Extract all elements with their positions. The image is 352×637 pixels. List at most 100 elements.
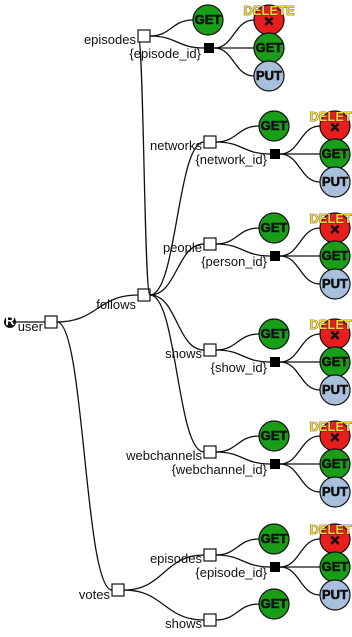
edge-line — [56, 321, 113, 591]
id-node-episodes — [204, 43, 214, 53]
edge-line — [279, 227, 321, 257]
delete-badge-label: DELETE — [309, 317, 352, 332]
get-method-badge: GET — [319, 551, 351, 583]
edge-line — [215, 141, 271, 155]
edge-line — [149, 19, 194, 37]
get-badge-circle — [258, 212, 290, 244]
get-badge-label: GET — [261, 596, 288, 611]
id-node-networks — [270, 149, 280, 159]
get-badge-label: GET — [261, 118, 288, 133]
id-label-webchannels: {webchannel_id} — [172, 462, 268, 477]
delete-method-badge: DELETE✕ — [243, 3, 295, 36]
delete-method-badge: DELETE✕ — [309, 522, 352, 555]
edge-line — [279, 125, 321, 155]
resource-label-episodes: episodes — [150, 551, 203, 566]
delete-badge-label: DELETE — [309, 109, 352, 124]
resource-label-people: people — [163, 240, 202, 255]
get-method-badge: GET — [258, 318, 290, 350]
get-badge-label: GET — [256, 40, 283, 55]
edge-line — [279, 566, 321, 596]
delete-x-icon: ✕ — [330, 430, 341, 445]
get-badge-label: GET — [322, 146, 349, 161]
put-badge-label: PUT — [322, 382, 348, 397]
get-method-badge: GET — [319, 138, 351, 170]
resource-node-episodes — [203, 548, 217, 562]
put-badge-label: PUT — [322, 276, 348, 291]
get-badge-label: GET — [261, 326, 288, 341]
get-badge-circle — [258, 110, 290, 142]
put-method-badge: PUT — [319, 476, 351, 508]
edge-line — [149, 294, 205, 453]
edge-line — [279, 255, 321, 285]
resource-label-episodes: episodes — [84, 32, 137, 47]
delete-x-icon: ✕ — [330, 533, 341, 548]
get-badge-label: GET — [261, 220, 288, 235]
get-badge-circle — [258, 318, 290, 350]
root-badge-circle — [4, 316, 16, 328]
resource-label-shows: shows — [165, 616, 202, 631]
put-badge-circle — [319, 579, 351, 611]
delete-badge-label: DELETE — [243, 3, 295, 18]
user-label: user — [18, 319, 44, 334]
resource-label-webchannels: webchannels — [125, 448, 202, 463]
edge-line — [215, 435, 260, 453]
edge-line — [215, 125, 260, 143]
resource-label-shows: shows — [165, 346, 202, 361]
delete-badge-label: DELETE — [309, 211, 352, 226]
get-method-badge: GET — [253, 32, 285, 64]
get-method-badge: GET — [319, 346, 351, 378]
resource-node-networks — [203, 135, 217, 149]
get-badge-circle — [258, 588, 290, 620]
put-badge-label: PUT — [322, 484, 348, 499]
resource-node-webchannels — [203, 445, 217, 459]
get-badge-circle — [258, 420, 290, 452]
get-method-badge: GET — [258, 523, 290, 555]
edge-line — [215, 538, 260, 556]
id-label-shows: {show_id} — [211, 360, 268, 375]
edge-line — [149, 294, 205, 351]
get-badge-label: GET — [322, 559, 349, 574]
edge-line — [215, 554, 271, 568]
delete-method-badge: DELETE✕ — [309, 419, 352, 452]
get-badge-circle — [258, 523, 290, 555]
edge-line — [149, 141, 205, 296]
edge-line — [213, 19, 255, 49]
resource-node-people — [203, 237, 217, 251]
edge-line — [215, 451, 271, 465]
branch-label-follows: follows — [96, 297, 136, 312]
edge-line — [215, 603, 260, 621]
edge-line — [279, 435, 321, 465]
edge-line — [56, 294, 139, 323]
delete-method-badge: DELETE✕ — [309, 317, 352, 350]
get-method-badge: GET — [258, 420, 290, 452]
put-badge-circle — [319, 268, 351, 300]
id-label-episodes: {episode_id} — [129, 46, 201, 61]
delete-x-icon: ✕ — [330, 328, 341, 343]
delete-method-badge: DELETE✕ — [309, 211, 352, 244]
branch-node-follows — [137, 288, 151, 302]
delete-x-icon: ✕ — [264, 14, 275, 29]
delete-badge-label: DELETE — [309, 419, 352, 434]
id-label-episodes: {episode_id} — [195, 565, 267, 580]
edge-line — [279, 463, 321, 493]
put-badge-label: PUT — [256, 68, 282, 83]
delete-x-icon: ✕ — [330, 120, 341, 135]
get-badge-label: GET — [322, 456, 349, 471]
edge-line — [137, 35, 151, 296]
edge-line — [279, 333, 321, 363]
get-badge-circle — [192, 4, 224, 36]
id-node-people — [270, 251, 280, 261]
put-method-badge: PUT — [319, 166, 351, 198]
get-method-badge: GET — [258, 110, 290, 142]
root-badge: R — [4, 313, 16, 328]
id-label-people: {person_id} — [201, 254, 267, 269]
edge-line — [215, 227, 260, 245]
get-method-badge: GET — [192, 4, 224, 36]
put-badge-circle — [319, 166, 351, 198]
get-badge-label: GET — [261, 428, 288, 443]
edge-line — [123, 554, 205, 591]
id-node-shows — [270, 357, 280, 367]
put-method-badge: PUT — [253, 60, 285, 92]
root-badge-label: R — [5, 313, 15, 328]
